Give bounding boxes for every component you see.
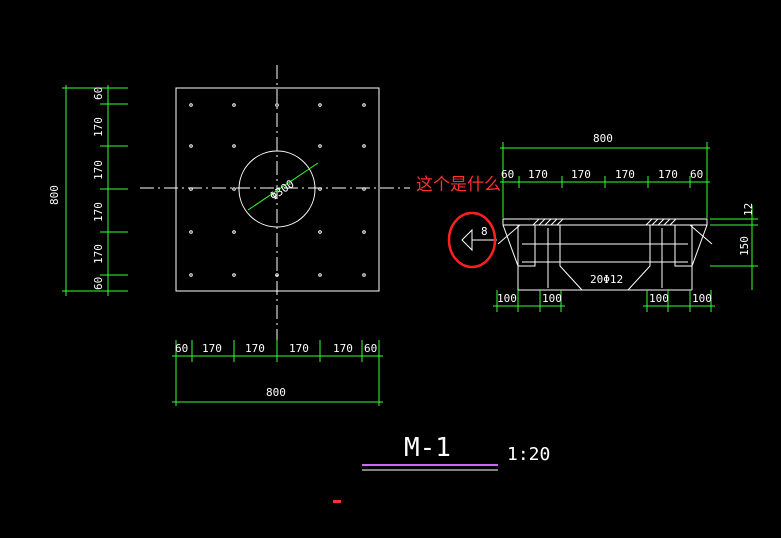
bolt-dot: [362, 187, 366, 191]
plan-bolt-dots: [189, 103, 366, 277]
bolt-dot: [189, 187, 193, 191]
dim-label: 170: [92, 160, 105, 180]
bolt-dot: [189, 230, 193, 234]
bolt-dot: [362, 273, 366, 277]
bolt-dot: [362, 144, 366, 148]
plan-view: Φ300: [140, 65, 410, 340]
dim-label: 60: [690, 168, 703, 181]
dim-label: 100: [692, 292, 712, 305]
dim-label: 170: [615, 168, 635, 181]
bolt-dot: [232, 103, 236, 107]
section-profile: 20Φ12: [497, 218, 713, 291]
section-body-right-slope: [691, 224, 708, 267]
dim-total-label: 800: [48, 185, 61, 205]
plan-left-dimensions: [62, 85, 128, 296]
section-marker: 8: [461, 225, 497, 252]
drawing-title: M-1 1:20: [362, 433, 550, 471]
section-bottom-dimensions: [493, 290, 715, 312]
dim-label: 100: [649, 292, 669, 305]
dim-label: 170: [202, 342, 222, 355]
section-right-dimensions: [710, 205, 758, 290]
section-inner-cavity-right: [627, 225, 651, 291]
plan-central-hole: [238, 150, 316, 228]
section-top-plate: [502, 218, 708, 226]
title-name: M-1: [404, 433, 451, 463]
section-body-outline: [517, 225, 536, 267]
annotation: 这个是什么: [416, 175, 501, 269]
dim-label: 12: [742, 203, 755, 216]
bolt-dot: [318, 230, 322, 234]
section-body-outline-right: [674, 225, 693, 267]
dim-label: 170: [245, 342, 265, 355]
dim-label: 170: [92, 117, 105, 137]
section-inner-cavity: [559, 225, 583, 291]
dim-label: 60: [501, 168, 514, 181]
title-scale: 1:20: [507, 444, 550, 465]
section-top-dimensions: [500, 142, 710, 218]
bolt-dot: [362, 103, 366, 107]
plan-bottom-dim-labels: 60 170 170 170 170 60 800: [175, 342, 377, 399]
bolt-dot: [232, 273, 236, 277]
bolt-dot: [318, 144, 322, 148]
section-rebars: [497, 224, 713, 288]
plan-left-dim-labels: 60 170 170 170 170 60 800: [48, 87, 105, 290]
dim-label: 100: [497, 292, 517, 305]
dim-label: 170: [528, 168, 548, 181]
section-marker-number: 8: [481, 225, 488, 238]
bolt-dot: [189, 273, 193, 277]
section-top-dim-labels: 800 60 170 170 170 170 60: [501, 132, 703, 181]
dim-label: 170: [571, 168, 591, 181]
dim-label: 170: [92, 244, 105, 264]
dim-label: 60: [175, 342, 188, 355]
stray-mark: [333, 500, 341, 503]
dim-label: 60: [364, 342, 377, 355]
plan-diameter-leader: [247, 162, 319, 211]
dim-label: 170: [658, 168, 678, 181]
bolt-dot: [362, 230, 366, 234]
section-plate-hatch: [532, 218, 677, 226]
plan-bottom-dimensions: [172, 340, 383, 406]
section-marker-arrow-icon: [461, 228, 473, 252]
dim-label: 170: [92, 202, 105, 222]
dim-label: 60: [92, 277, 105, 290]
section-rebar-label: 20Φ12: [590, 273, 623, 286]
bolt-dot: [275, 273, 279, 277]
dim-label: 60: [92, 87, 105, 100]
plan-circle-label: Φ300: [268, 177, 297, 203]
bolt-dot: [189, 103, 193, 107]
bolt-dot: [232, 230, 236, 234]
bolt-dot: [318, 187, 322, 191]
dim-label: 170: [333, 342, 353, 355]
annotation-circle: [447, 211, 497, 269]
bolt-dot: [318, 103, 322, 107]
section-bottom-dim-labels: 100 100 100 100: [497, 292, 712, 305]
bolt-dot: [232, 187, 236, 191]
dim-label: 170: [289, 342, 309, 355]
dim-total-label: 800: [266, 386, 286, 399]
bolt-dot: [318, 273, 322, 277]
section-right-dim-labels: 12 150: [738, 203, 755, 256]
bolt-dot: [189, 144, 193, 148]
dim-label: 150: [738, 236, 751, 256]
dim-label: 100: [542, 292, 562, 305]
bolt-dot: [275, 103, 279, 107]
section-body-left-slope: [502, 224, 519, 267]
dim-total-label: 800: [593, 132, 613, 145]
annotation-question: 这个是什么: [416, 175, 501, 195]
bolt-dot: [232, 144, 236, 148]
